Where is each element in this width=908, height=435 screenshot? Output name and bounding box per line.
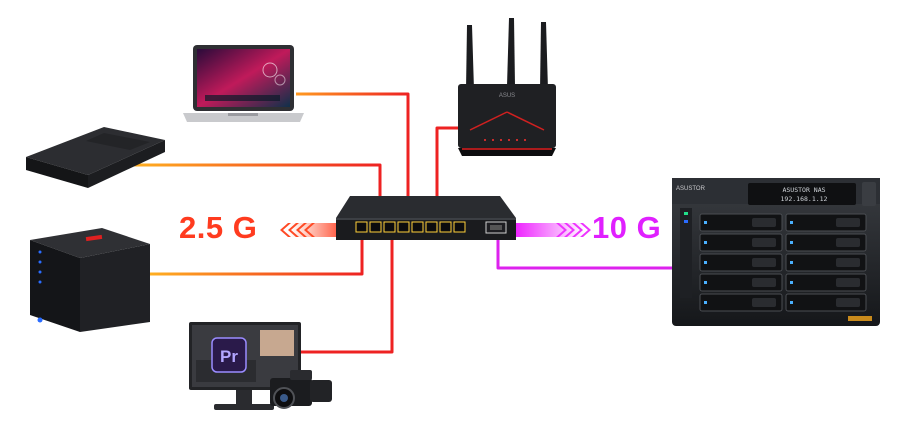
laptop-icon — [183, 45, 304, 122]
router-brand: ASUS — [499, 93, 515, 99]
drive-bays — [699, 213, 867, 312]
speed-label-10g: 10 G — [592, 210, 662, 245]
premiere-logo: Pr — [220, 347, 238, 366]
nas-display-line2: 192.168.1.12 — [781, 195, 828, 203]
speed-bar-left — [280, 223, 350, 237]
nas-display-line1: ASUSTOR NAS — [782, 186, 825, 194]
nas-brand: ASUSTOR — [676, 186, 706, 192]
cable-small-nas — [148, 235, 364, 276]
router-icon: ASUS — [458, 18, 556, 156]
console-icon — [26, 127, 165, 188]
nas-2bay-icon — [30, 228, 150, 332]
monitor-camera-icon: Pr — [189, 322, 332, 410]
speed-label-2-5g: 2.5 G — [179, 210, 258, 245]
switch-icon — [336, 196, 516, 240]
cable-laptop — [296, 92, 410, 222]
cable-router — [435, 126, 460, 222]
speed-bar-right — [515, 223, 591, 237]
nas-10bay-icon: ASUSTOR ASUSTOR NAS 192.168.1.12 — [672, 178, 880, 326]
cable-10g — [496, 238, 676, 270]
cable-workstation — [300, 235, 394, 354]
